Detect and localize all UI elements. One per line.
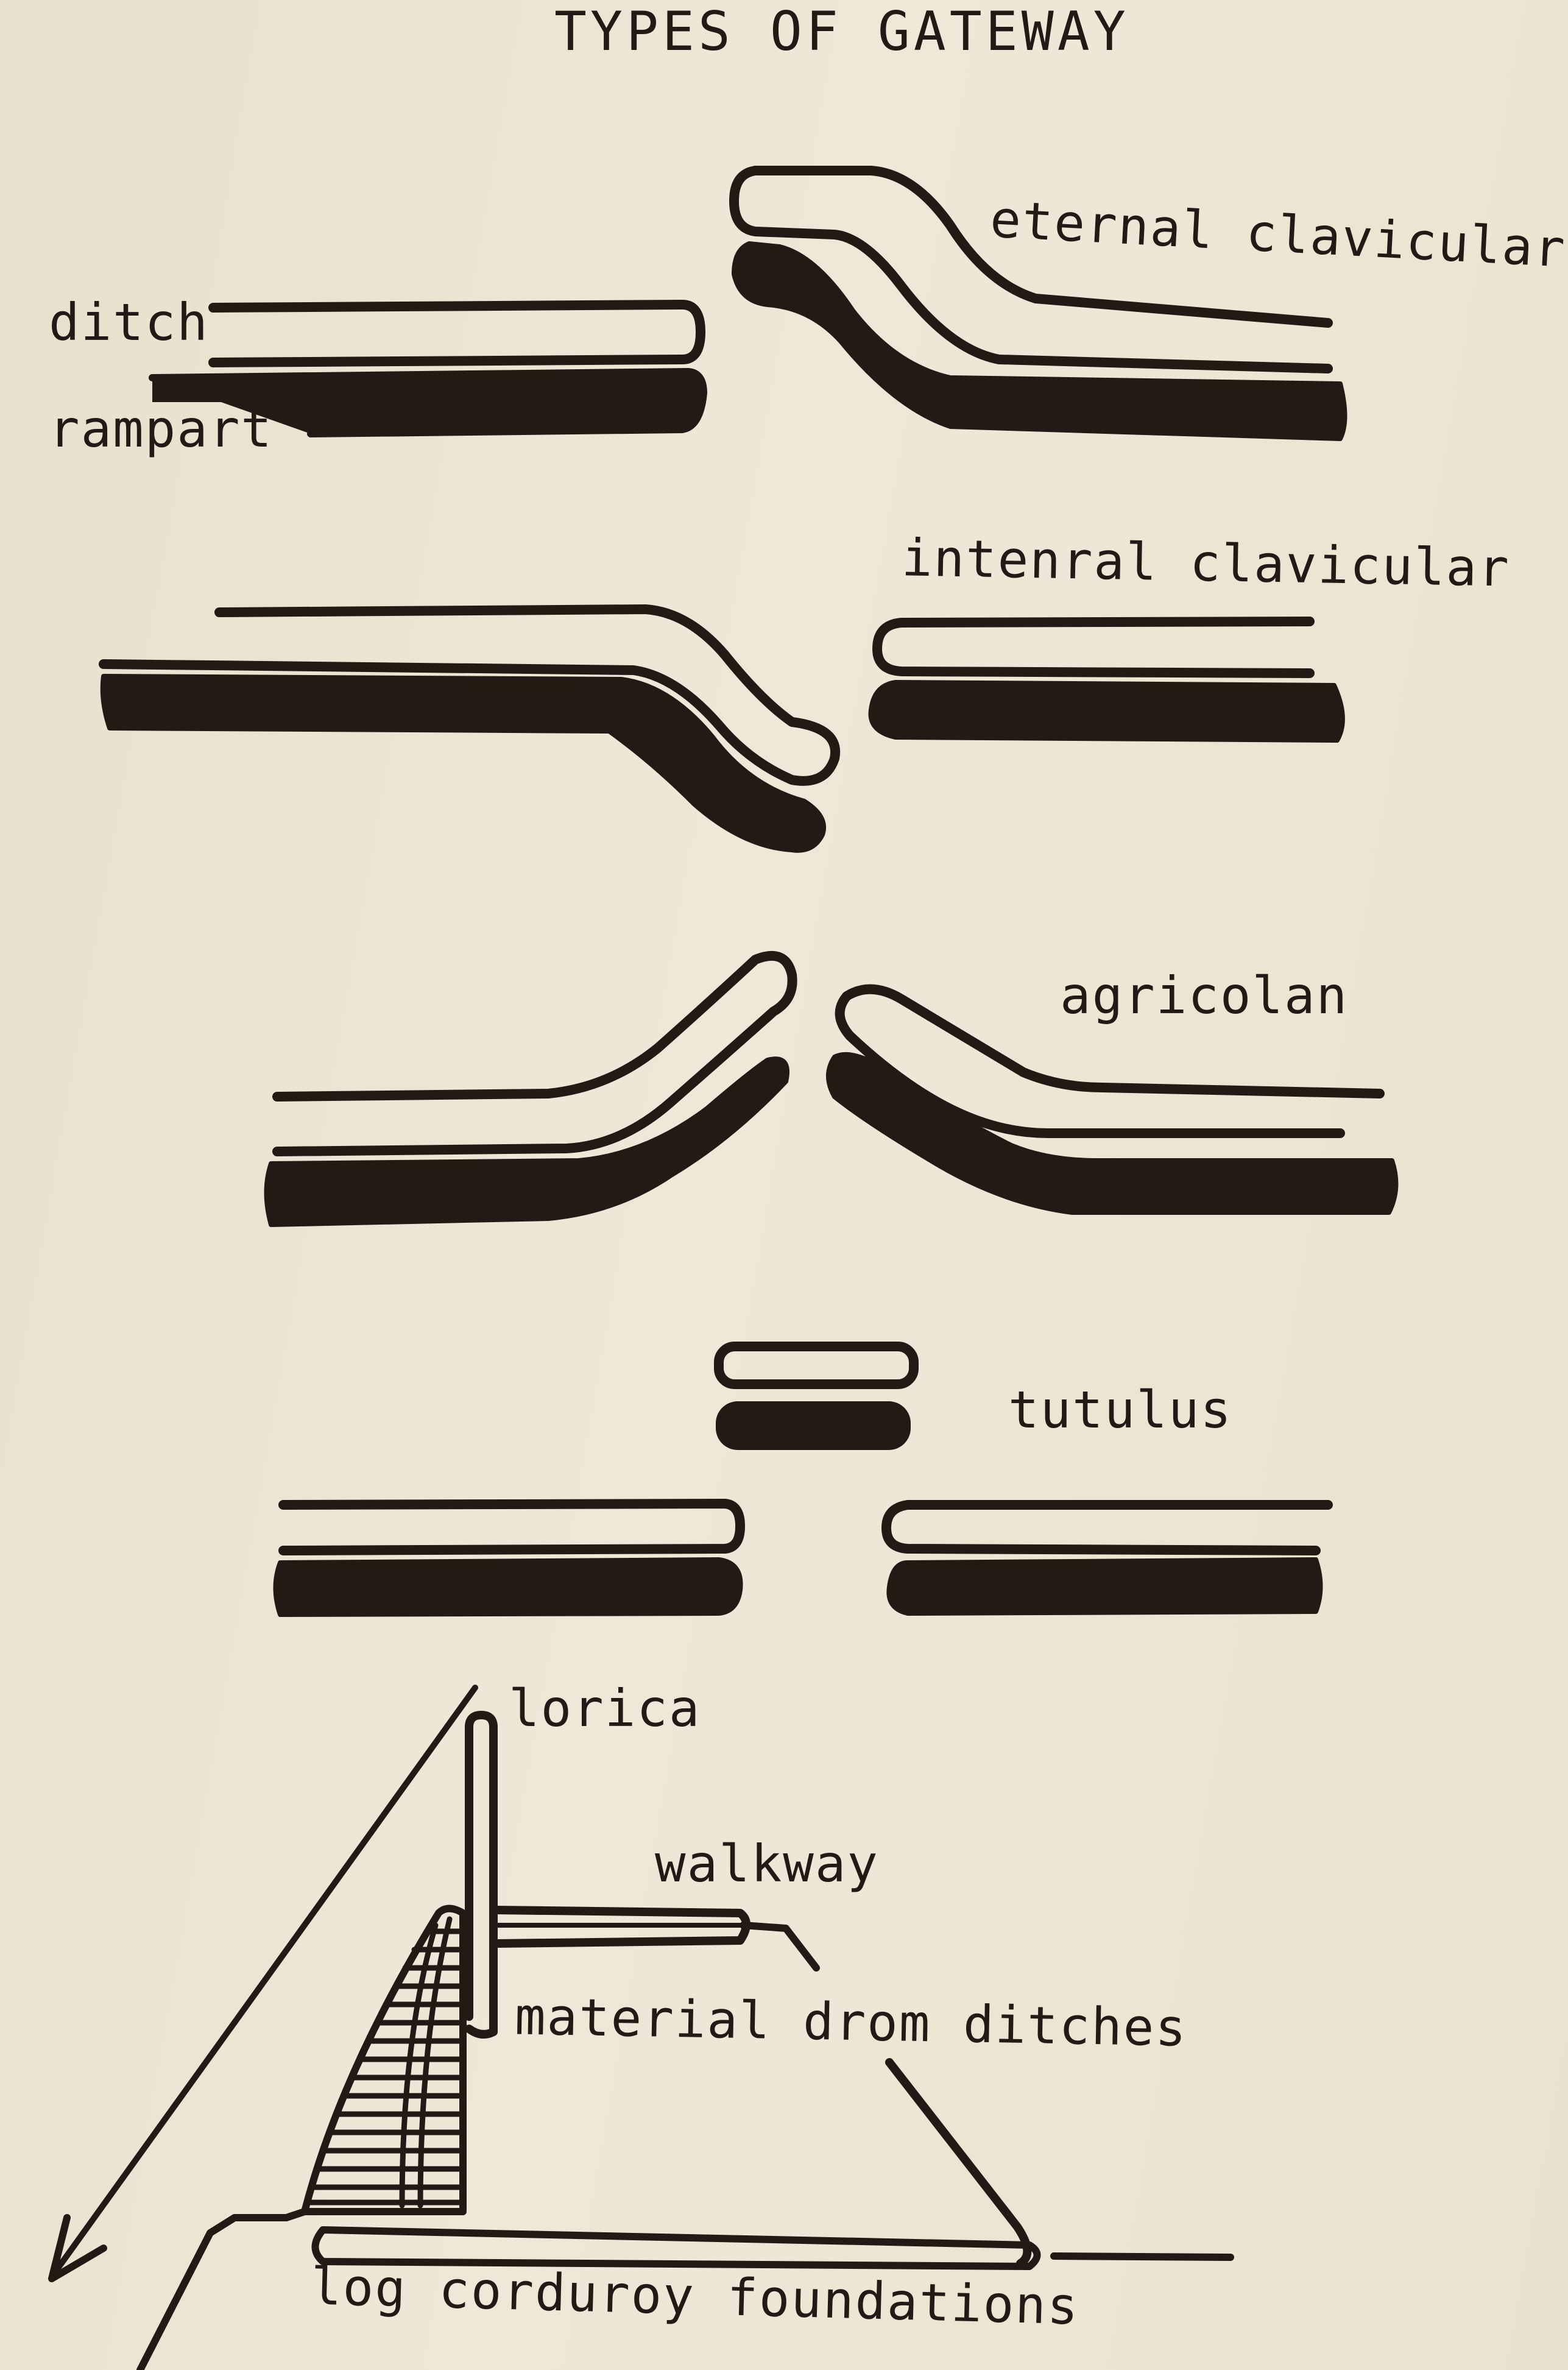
rampart-section-diagram [48,1685,1234,2370]
rampart-label: rampart [49,399,274,459]
eternal-ditch-loop [750,166,1333,328]
internal-rampart [100,674,826,853]
lorica-post [465,1711,498,2039]
internal-ditch-loop [99,604,841,786]
ditch-label: ditch [49,292,209,352]
internal-clavicular-diagram [99,604,1345,853]
ditch-symbol [208,300,705,367]
tutulus-diagram [273,1342,1333,1617]
arrow-head-icon [48,2214,107,2282]
walkway-label: walkway [655,1834,880,1894]
material-label: material drom ditches [514,1986,1188,2058]
internal-clavicular-label: intenral clavicular [901,528,1511,598]
page-title: TYPES OF GATEWAY [554,0,1129,63]
eternal-clavicular-diagram [149,166,1347,441]
turf-layers [301,1905,467,2215]
log-corduroy [311,2226,1041,2270]
slope-arrow-line [52,1685,478,2276]
agricolan-label: agricolan [1060,966,1349,1025]
tutulus-label: tutulus [1008,1380,1233,1440]
eternal-rampart [732,241,1347,441]
lorica-label: lorica [509,1678,701,1738]
agricolan-diagram [264,950,1399,1227]
